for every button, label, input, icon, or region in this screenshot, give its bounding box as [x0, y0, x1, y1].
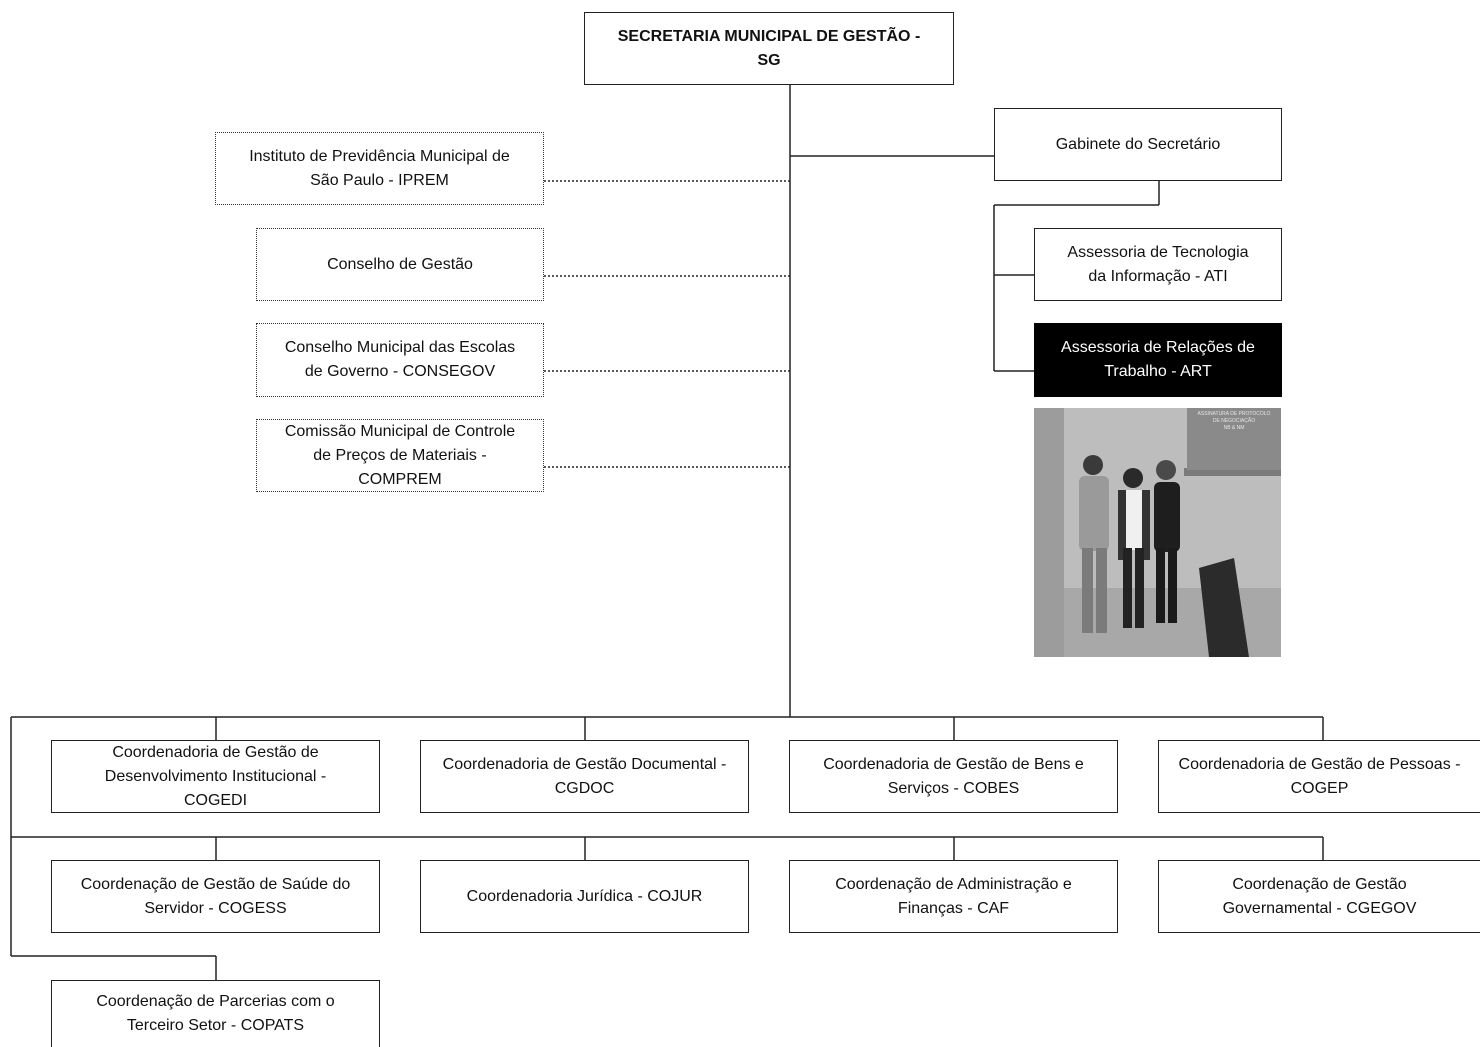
- unit-cobes-box: Coordenadoria de Gestão de Bens e Serviç…: [789, 740, 1118, 813]
- unit-cogedi-label: Coordenadoria de Gestão de Desenvolvimen…: [104, 743, 327, 809]
- cabinet-box: Gabinete do Secretário: [994, 108, 1282, 181]
- unit-cogess-label: Coordenação de Gestão de Saúde do Servid…: [80, 875, 351, 917]
- art-box: Assessoria de Relações de Trabalho - ART: [1034, 323, 1282, 397]
- root-secretariat-box: SECRETARIA MUNICIPAL DE GESTÃO - SG: [584, 12, 954, 85]
- unit-cogess-box: Coordenação de Gestão de Saúde do Servid…: [51, 860, 380, 933]
- unit-copats-box: Coordenação de Parcerias com o Terceiro …: [51, 980, 380, 1047]
- unit-cgegov-label: Coordenação de Gestão Governamental - CG…: [1222, 875, 1417, 917]
- unit-caf-box: Coordenação de Administração e Finanças …: [789, 860, 1118, 933]
- council-comprem-label: Comissão Municipal de Controle de Preços…: [284, 422, 516, 488]
- ati-label: Assessoria de Tecnologia da Informação -…: [1067, 243, 1249, 285]
- council-gestao-box: Conselho de Gestão: [256, 228, 544, 301]
- ati-box: Assessoria de Tecnologia da Informação -…: [1034, 228, 1282, 301]
- council-consegov-label: Conselho Municipal das Escolas de Govern…: [284, 339, 516, 380]
- photo-sign: ASSINATURA DE PROTOCOLO DE NEGOCIAÇÃO NB…: [1187, 408, 1281, 470]
- unit-cgegov-box: Coordenação de Gestão Governamental - CG…: [1158, 860, 1480, 933]
- unit-cojur-box: Coordenadoria Jurídica - COJUR: [420, 860, 749, 933]
- unit-cogep-box: Coordenadoria de Gestão de Pessoas - COG…: [1158, 740, 1480, 813]
- unit-cgdoc-box: Coordenadoria de Gestão Documental - CGD…: [420, 740, 749, 813]
- unit-copats-label: Coordenação de Parcerias com o Terceiro …: [96, 993, 335, 1034]
- council-iprem-label: Instituto de Previdência Municipal de Sã…: [249, 147, 510, 189]
- photo-sign-text: ASSINATURA DE PROTOCOLO DE NEGOCIAÇÃO NB…: [1197, 411, 1271, 431]
- council-comprem-box: Comissão Municipal de Controle de Preços…: [256, 419, 544, 492]
- unit-caf-label: Coordenação de Administração e Finanças …: [835, 875, 1072, 917]
- unit-cogep-label: Coordenadoria de Gestão de Pessoas - COG…: [1178, 755, 1461, 797]
- council-consegov-box: Conselho Municipal das Escolas de Govern…: [256, 323, 544, 397]
- art-label: Assessoria de Relações de Trabalho - ART: [1061, 339, 1255, 380]
- unit-cogedi-box: Coordenadoria de Gestão de Desenvolvimen…: [51, 740, 380, 813]
- council-iprem-box: Instituto de Previdência Municipal de Sã…: [215, 132, 544, 205]
- unit-cobes-label: Coordenadoria de Gestão de Bens e Serviç…: [823, 755, 1084, 797]
- unit-cgdoc-label: Coordenadoria de Gestão Documental - CGD…: [442, 755, 727, 797]
- council-gestao-label: Conselho de Gestão: [327, 255, 473, 273]
- cabinet-label: Gabinete do Secretário: [1055, 135, 1221, 153]
- unit-cojur-label: Coordenadoria Jurídica - COJUR: [466, 887, 703, 905]
- team-photo: ASSINATURA DE PROTOCOLO DE NEGOCIAÇÃO NB…: [1034, 408, 1281, 657]
- root-secretariat-label: SECRETARIA MUNICIPAL DE GESTÃO - SG: [617, 27, 921, 69]
